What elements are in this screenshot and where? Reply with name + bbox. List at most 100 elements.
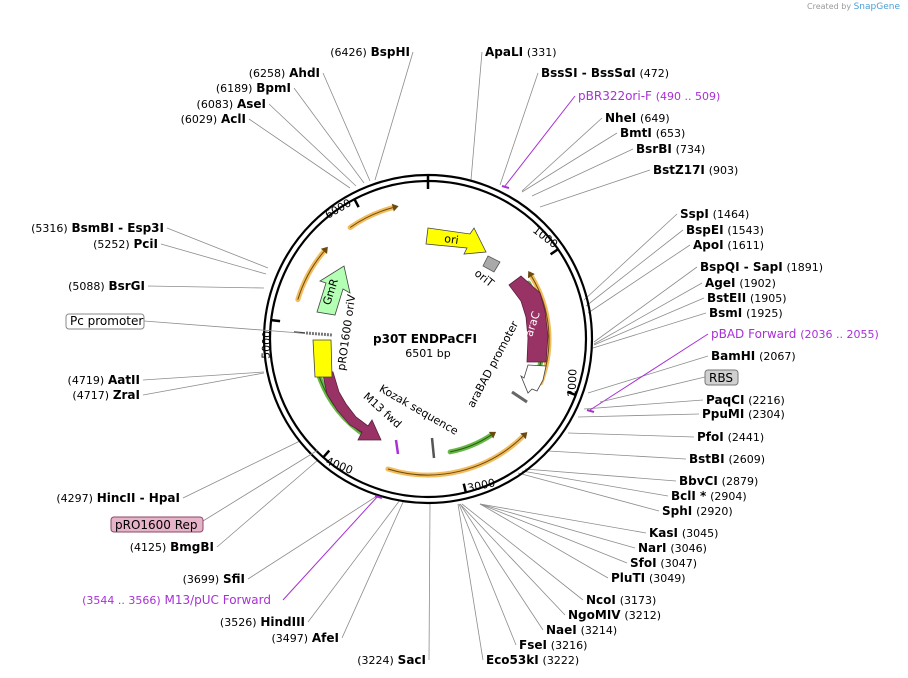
leader-line [247,495,378,580]
plasmid-name: p30T ENDPaCFI [373,332,477,346]
site-position: (472) [640,67,670,80]
leader-line [160,243,267,275]
site-label[interactable]: PluTI (3049) [611,571,686,585]
primer-label[interactable]: pBAD Forward (2036 .. 2055) [711,327,879,341]
site-label[interactable]: (4297) HincII - HpaI [56,491,180,505]
site-label[interactable]: NaeI (3214) [546,623,617,637]
primer-label[interactable]: (3544 .. 3566) M13/pUC Forward [82,593,271,607]
site-label[interactable]: ApoI (1611) [693,238,764,252]
site-label[interactable]: SspI (1464) [680,207,749,221]
site-label[interactable]: BspQI - SapI (1891) [700,260,823,274]
orf-band-bottom-core [387,435,524,476]
site-label[interactable]: (6189) BpmI [216,81,291,95]
scale-tick-mark [270,318,281,323]
site-name: BstEII [707,291,746,305]
boxed-feature-label[interactable]: pRO1600 Rep [110,516,204,533]
site-label[interactable]: (6258) AhdI [249,66,320,80]
site-label-text: BsrBI (734) [636,142,705,156]
site-label[interactable]: BssSI - BssSαI (472) [541,66,669,80]
site-label[interactable]: NheI (649) [605,111,670,125]
leader-line [583,213,678,301]
site-label-text: ApaLI (331) [485,45,557,59]
ori-feature[interactable] [425,227,487,255]
boxed-feature-label[interactable]: Pc promoter [65,313,145,330]
site-position: (5088) [68,280,105,293]
site-name: AhdI [289,66,320,80]
site-position: (3497) [271,632,308,645]
pRO1600-oriV-feature[interactable] [312,339,333,378]
pc-promoter-tick [293,331,306,334]
site-position: (3214) [581,624,618,637]
boxed-feature-frame [65,313,145,330]
site-label[interactable]: PaqCI (2216) [706,393,785,407]
scale-tick-label: 4000 [324,454,355,477]
site-label-text: NaeI (3214) [546,623,617,637]
site-position: (5316) [31,222,68,235]
site-label[interactable]: (5088) BsrGI [68,279,145,293]
leader-line [521,470,669,497]
scale-tick-mark [549,248,559,256]
araBAD-promoter-feature[interactable] [520,364,547,394]
site-label[interactable]: NgoMIV (3212) [568,608,661,622]
site-label[interactable]: (3224) SacI [357,653,426,667]
leader-line [592,312,707,349]
site-label[interactable]: BstZ17I (903) [653,163,738,177]
araC-feature[interactable] [508,275,549,363]
site-label[interactable]: SphI (2920) [662,504,733,518]
site-label[interactable]: BsrBI (734) [636,142,705,156]
site-label[interactable]: BamHI (2067) [711,349,796,363]
site-label[interactable]: (3699) SfiI [183,572,245,586]
primer-label[interactable]: pBR322ori-F (490 .. 509) [578,89,720,103]
site-label[interactable]: BsmI (1925) [709,306,783,320]
site-label[interactable]: (3526) HindIII [220,615,305,629]
site-name: NgoMIV [568,608,621,622]
site-label[interactable]: ApaLI (331) [485,45,557,59]
site-label[interactable]: (5252) PciI [93,237,158,251]
boxed-feature-frame [704,369,739,386]
site-label[interactable]: (4719) AatII [68,373,140,387]
m13-fwd-feature[interactable] [321,369,382,441]
leader-line [166,227,269,269]
leader-line [182,440,301,499]
site-label[interactable]: BstEII (1905) [707,291,787,305]
site-label[interactable]: (5316) BsmBI - Esp3I [31,221,164,235]
site-label-text: PpuMI (2304) [702,407,785,421]
site-label[interactable]: NarI (3046) [638,541,707,555]
site-label[interactable]: BmtI (653) [620,126,685,140]
site-label[interactable]: (3497) AfeI [271,631,339,645]
credit-text: Created by [807,2,852,11]
site-label[interactable]: (6083) AseI [197,97,266,111]
site-label[interactable]: (4717) ZraI [72,388,140,402]
site-label[interactable]: FseI (3216) [519,638,587,652]
GmR-feature[interactable] [316,265,351,316]
site-label-text: (6258) AhdI [249,66,320,80]
site-label[interactable]: BstBI (2609) [689,452,765,466]
box-leader [202,449,319,522]
site-position: (4297) [56,492,93,505]
oriT-feature[interactable] [482,255,501,273]
site-label[interactable]: BspEI (1543) [686,223,764,237]
site-label[interactable]: (6029) AclI [181,112,246,126]
site-label[interactable]: KasI (3045) [649,526,718,540]
site-label[interactable]: SfoI (3047) [630,556,697,570]
leader-line [142,372,265,396]
boxed-feature-label[interactable]: RBS [704,369,739,386]
site-label-text: FseI (3216) [519,638,587,652]
site-name: AatII [108,373,140,387]
site-position: (3173) [620,594,657,607]
site-label[interactable]: BclI * (2904) [671,489,747,503]
site-label-text: (6189) BpmI [216,81,291,95]
araBAD-marker [511,390,528,404]
site-label[interactable]: NcoI (3173) [586,593,656,607]
site-label[interactable]: Eco53kI (3222) [486,653,579,667]
site-label[interactable]: BbvCI (2879) [679,474,758,488]
site-label[interactable]: AgeI (1902) [705,276,776,290]
site-label[interactable]: (6426) BspHI [330,45,410,59]
site-label[interactable]: PpuMI (2304) [702,407,785,421]
site-label[interactable]: PfoI (2441) [697,430,764,444]
leader-line [307,499,401,623]
leader-line [593,282,703,345]
site-name: SfoI [630,556,657,570]
site-label[interactable]: (4125) BmgBI [130,540,214,554]
kozak-feature[interactable] [430,437,436,459]
